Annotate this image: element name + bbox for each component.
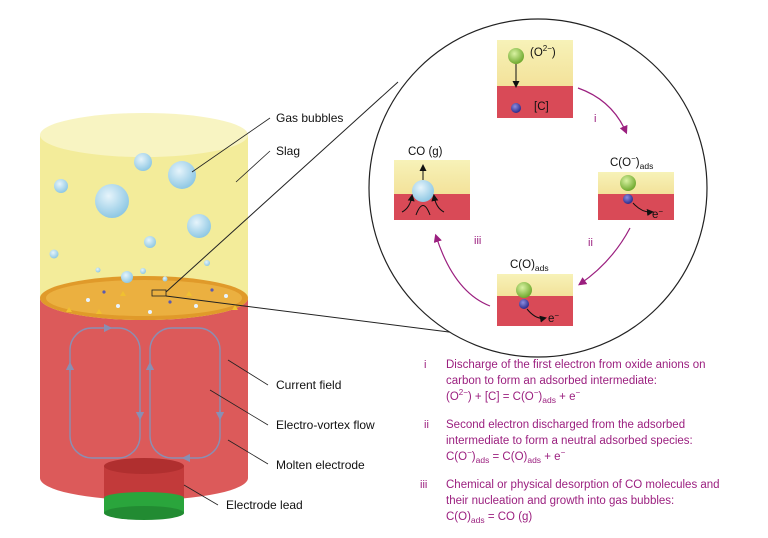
carbon-atom	[519, 299, 529, 309]
step-equation: (O2−) + [C] = C(O−)ads + e−	[446, 388, 580, 405]
label-slag: Slag	[276, 144, 300, 158]
gas-bubble	[95, 184, 129, 218]
gas-bubble	[140, 268, 146, 274]
step-square-bottom: C(O)ads e−	[497, 259, 573, 326]
step-equation: C(O−)ads = C(O)ads + e−	[446, 448, 566, 465]
cycle-label-ii: ii	[588, 237, 593, 249]
co-bubble	[412, 180, 434, 202]
molten-electrode-body	[40, 298, 248, 500]
step-num: i	[424, 359, 426, 371]
label-molten-electrode: Molten electrode	[276, 458, 365, 472]
step-square-right: C(O−)ads e−	[598, 154, 674, 221]
zoom-circle	[368, 18, 708, 358]
gas-bubble	[54, 179, 68, 193]
electrode-lead	[104, 458, 184, 520]
step-text: intermediate to form a neutral adsorbed …	[446, 435, 693, 447]
label-electrode-lead: Electrode lead	[226, 498, 303, 512]
slag-body	[40, 135, 248, 320]
gas-bubble	[144, 236, 156, 248]
step-square-left: CO (g)	[394, 146, 470, 220]
step-descriptions: i Discharge of the first electron from o…	[420, 359, 720, 525]
gas-bubble	[134, 153, 152, 171]
oxygen-atom	[508, 48, 524, 64]
step-text: Chemical or physical desorption of CO mo…	[446, 479, 720, 491]
bottom-electron: e−	[548, 311, 559, 325]
step-text: Discharge of the first electron from oxi…	[446, 359, 706, 371]
top-carbon: [C]	[534, 101, 549, 113]
step-square-top: (O2−) [C]	[497, 40, 573, 118]
labels: Gas bubbles Slag Current field Electro-v…	[183, 111, 375, 512]
interface-particles	[66, 288, 238, 314]
gas-bubble	[187, 214, 211, 238]
step-text: Second electron discharged from the adso…	[446, 419, 685, 431]
step-num: iii	[420, 479, 427, 491]
electro-vortex-flow	[65, 323, 225, 463]
top-anion: (O2−)	[530, 44, 556, 59]
label-current-field: Current field	[276, 378, 341, 392]
step-num: ii	[424, 419, 429, 431]
gas-bubble	[204, 260, 210, 266]
oxygen-atom	[620, 175, 636, 191]
bottom-species: C(O)ads	[510, 259, 549, 273]
right-electron: e−	[652, 207, 663, 221]
label-electro-vortex-flow: Electro-vortex flow	[276, 418, 375, 432]
zoom-inset	[165, 18, 708, 358]
oxygen-atom	[516, 282, 532, 298]
step-text: carbon to form an adsorbed intermediate:	[446, 375, 657, 387]
step-equation: C(O)ads = CO (g)	[446, 511, 532, 525]
gas-bubble	[162, 276, 168, 282]
gas-bubble	[168, 161, 196, 189]
right-species: C(O−)ads	[610, 154, 653, 171]
gas-bubble	[121, 271, 133, 283]
gas-bubbles	[49, 153, 211, 283]
gas-bubble	[95, 267, 101, 273]
carbon-atom	[511, 103, 521, 113]
label-gas-bubbles: Gas bubbles	[276, 111, 343, 125]
cycle-label-iii: iii	[474, 235, 481, 247]
cycle-label-i: i	[594, 113, 596, 125]
cycle-arrows	[433, 87, 631, 307]
gas-bubble	[49, 249, 59, 259]
cylinder	[40, 113, 248, 520]
left-species: CO (g)	[408, 146, 443, 158]
step-text: their nucleation and growth into gas bub…	[446, 495, 674, 507]
carbon-atom	[623, 194, 633, 204]
interface-highlight	[46, 280, 242, 316]
slag-top	[40, 113, 248, 157]
